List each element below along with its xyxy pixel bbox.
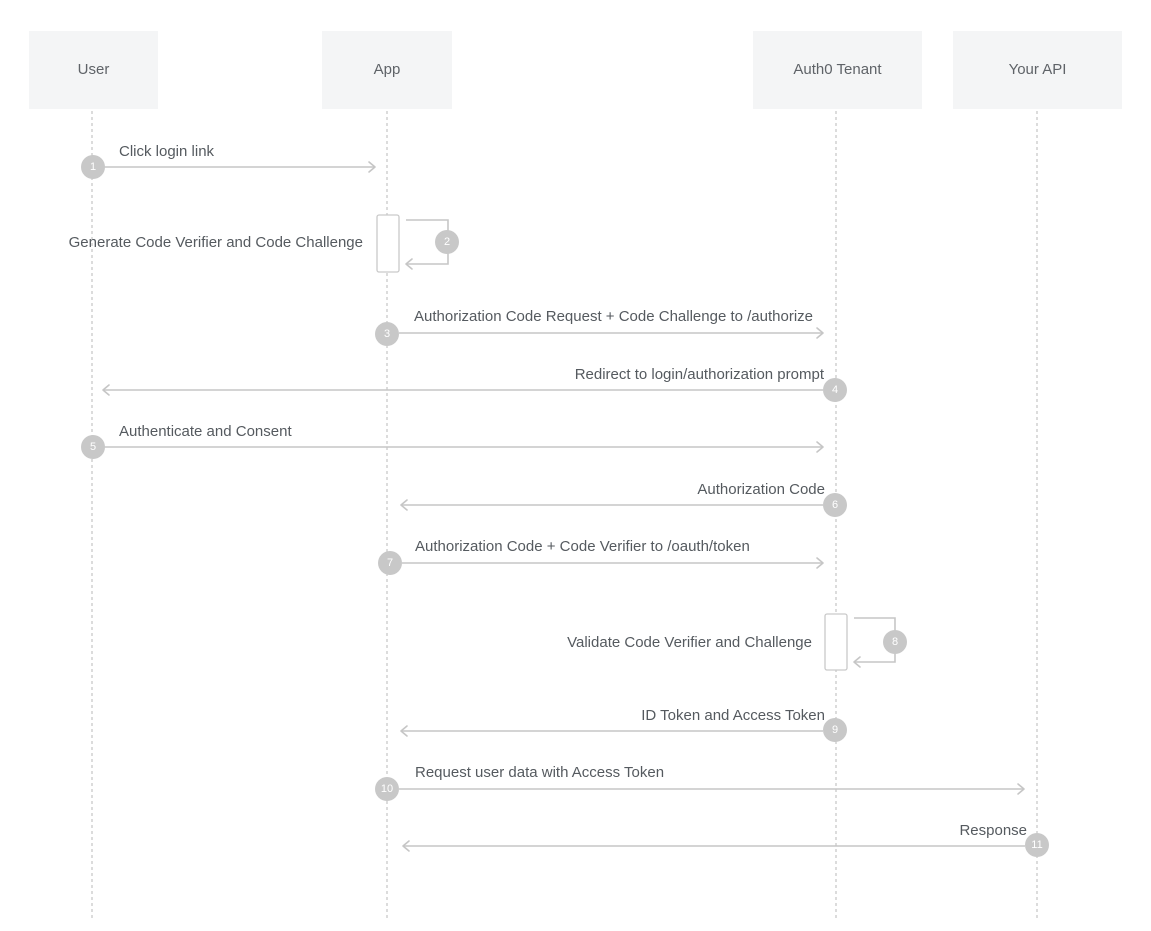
step-badge — [375, 322, 399, 346]
arrow-head-right — [368, 161, 376, 173]
message-step-6: 6 Authorization Code — [400, 481, 847, 517]
step-number: 4 — [832, 384, 838, 396]
message-label: Redirect to login/authorization prompt — [575, 366, 825, 383]
arrow-head-left — [102, 384, 110, 396]
actor-box-auth0-tenant — [753, 31, 922, 109]
message-label: ID Token and Access Token — [641, 707, 825, 724]
actor-label-your-api: Your API — [1009, 61, 1067, 78]
message-label: Generate Code Verifier and Code Challeng… — [69, 234, 363, 251]
arrow-head-right — [816, 441, 824, 453]
actor-box-app — [322, 31, 452, 109]
step-number: 10 — [381, 783, 393, 795]
message-label: Authorization Code + Code Verifier to /o… — [415, 538, 750, 555]
message-step-11: 11 Response — [402, 822, 1049, 857]
actor-label-auth0-tenant: Auth0 Tenant — [793, 61, 882, 78]
message-step-7: 7 Authorization Code + Code Verifier to … — [378, 538, 824, 575]
actor-auth0-tenant: Auth0 Tenant — [753, 31, 922, 109]
step-badge — [81, 435, 105, 459]
actor-label-user: User — [78, 61, 110, 78]
actor-user: User — [29, 31, 158, 109]
message-label: Request user data with Access Token — [415, 764, 664, 781]
activation-app — [376, 214, 400, 273]
message-step-9: 9 ID Token and Access Token — [400, 707, 847, 742]
arrow-head-left — [405, 258, 413, 270]
actor-app: App — [322, 31, 452, 109]
message-step-8: 8 Validate Code Verifier and Challenge — [567, 617, 907, 668]
message-step-1: 1 Click login link — [81, 143, 376, 179]
actor-label-app: App — [374, 61, 401, 78]
arrow-head-left — [853, 656, 861, 668]
step-badge — [823, 718, 847, 742]
step-number: 11 — [1031, 839, 1042, 851]
arrow-head-right — [816, 327, 824, 339]
message-label: Authorization Code Request + Code Challe… — [414, 308, 813, 325]
step-badge — [823, 378, 847, 402]
step-badge — [81, 155, 105, 179]
step-badge — [378, 551, 402, 575]
step-number: 3 — [384, 328, 390, 340]
message-step-10: 10 Request user data with Access Token — [375, 764, 1025, 801]
step-number: 2 — [444, 236, 450, 248]
arrow-head-right — [816, 557, 824, 569]
actor-box-your-api — [953, 31, 1122, 109]
step-number: 8 — [892, 636, 898, 648]
message-label: Authenticate and Consent — [119, 423, 292, 440]
step-badge — [435, 230, 459, 254]
step-number: 7 — [387, 557, 393, 569]
message-step-4: 4 Redirect to login/authorization prompt — [102, 366, 847, 402]
activation-auth0-tenant — [824, 613, 848, 671]
message-label: Click login link — [119, 143, 215, 160]
message-step-2: 2 Generate Code Verifier and Code Challe… — [69, 219, 459, 270]
arrow-head-right — [1017, 783, 1025, 795]
step-badge — [1025, 833, 1049, 857]
arrow-head-left — [400, 725, 408, 737]
message-label: Validate Code Verifier and Challenge — [567, 634, 812, 651]
step-badge — [883, 630, 907, 654]
step-number: 6 — [832, 499, 838, 511]
actor-box-user — [29, 31, 158, 109]
arrow-head-left — [400, 499, 408, 511]
message-label: Response — [959, 822, 1027, 839]
step-number: 1 — [90, 161, 96, 173]
step-badge — [823, 493, 847, 517]
message-step-3: 3 Authorization Code Request + Code Chal… — [375, 308, 824, 346]
step-badge — [375, 777, 399, 801]
arrow-head-left — [402, 840, 410, 852]
message-label: Authorization Code — [697, 481, 825, 498]
step-number: 9 — [832, 724, 838, 736]
message-step-5: 5 Authenticate and Consent — [81, 423, 824, 459]
actor-your-api: Your API — [953, 31, 1122, 109]
step-number: 5 — [90, 441, 96, 453]
